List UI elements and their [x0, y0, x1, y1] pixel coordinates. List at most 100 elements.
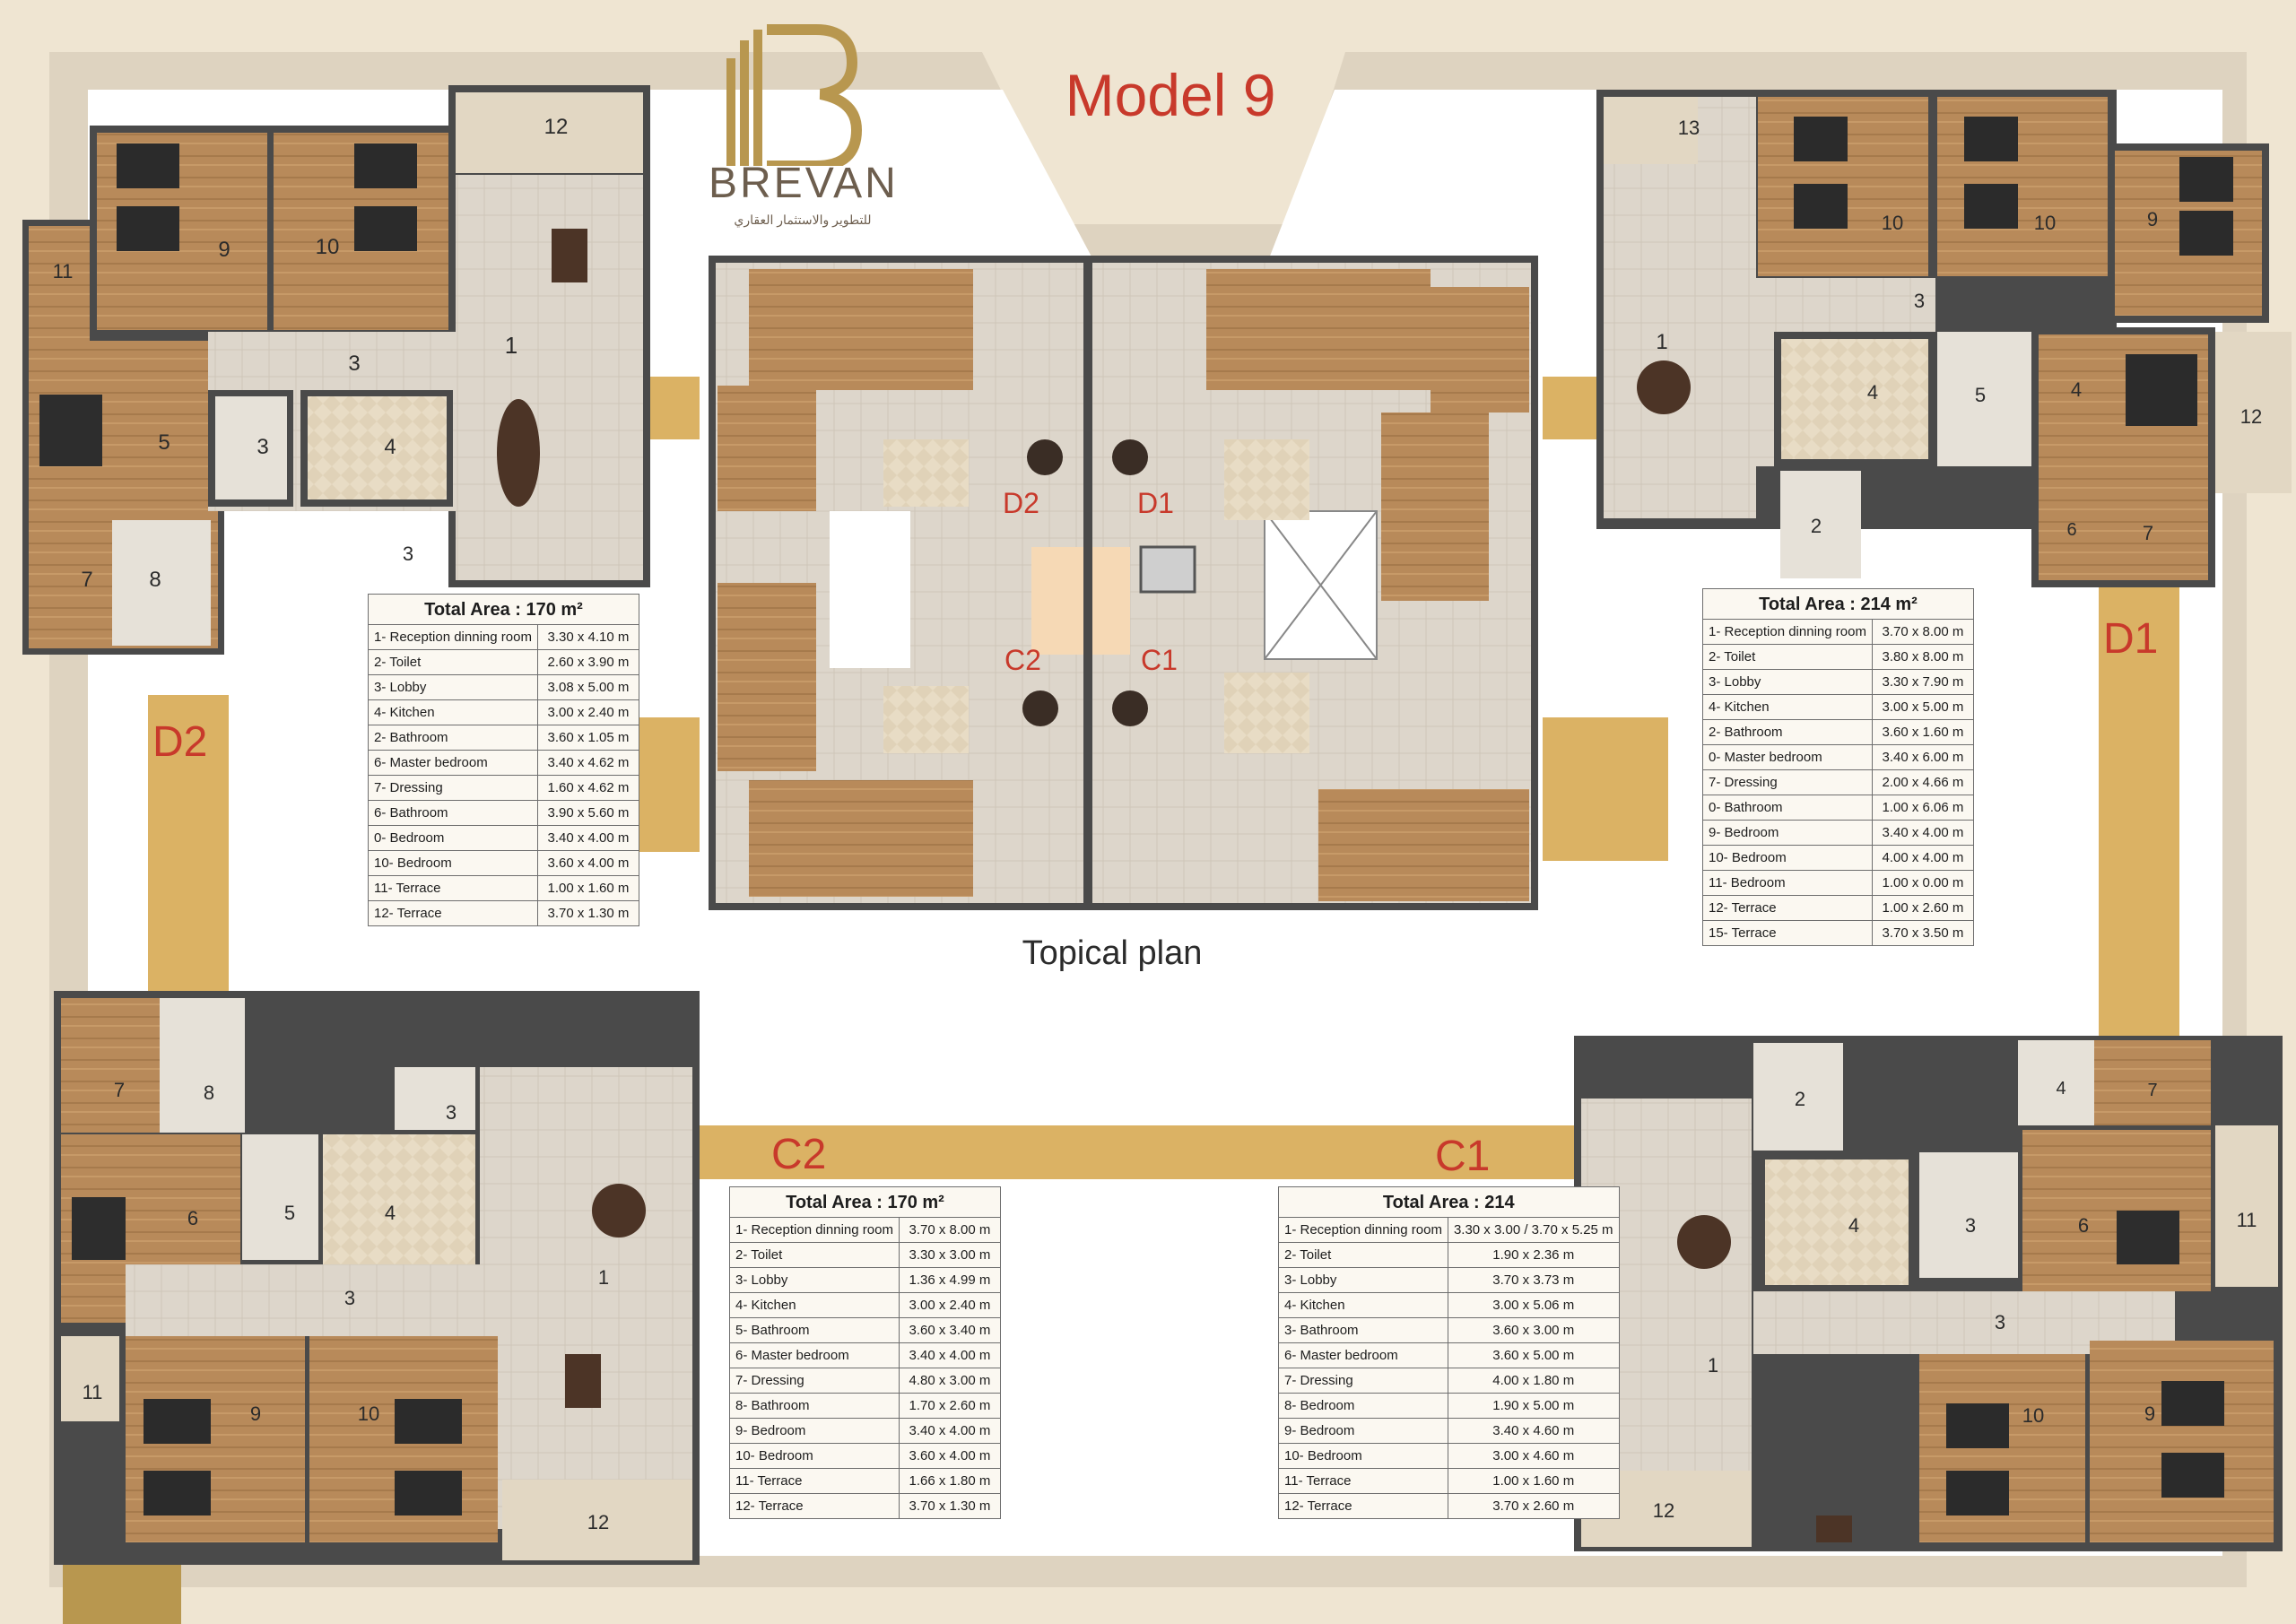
room-name: 3- Lobby: [1702, 669, 1873, 695]
room-number: 1: [1656, 330, 1668, 354]
topical-label-c2: C2: [1004, 644, 1041, 676]
room-name: 6- Master bedroom: [1278, 1342, 1448, 1368]
room-name: 10- Bedroom: [368, 850, 538, 876]
room-dimensions: 3.08 x 5.00 m: [536, 674, 639, 700]
room-dimensions: 4.00 x 1.80 m: [1447, 1368, 1620, 1394]
room-number: 7: [113, 1079, 126, 1101]
room-name: 15- Terrace: [1702, 920, 1873, 946]
room-dimensions: 3.60 x 3.00 m: [1447, 1317, 1620, 1343]
room-dimensions: 3.60 x 1.60 m: [1871, 719, 1974, 745]
room-dimensions: 1.00 x 0.00 m: [1871, 870, 1974, 896]
room-dimensions: 3.00 x 5.06 m: [1447, 1292, 1620, 1318]
room-dimensions: 3.00 x 2.40 m: [898, 1292, 1001, 1318]
room-dimensions: 3.00 x 5.00 m: [1871, 694, 1974, 720]
room-dimensions: 4.80 x 3.00 m: [898, 1368, 1001, 1394]
room-schedule-c1-body: Total Area : 214 1- Reception dinning ro…: [1278, 1186, 1620, 1519]
room-number: 1: [504, 332, 518, 359]
room-dimensions: 3.70 x 3.50 m: [1871, 920, 1974, 946]
room-dimensions: 3.00 x 4.60 m: [1447, 1443, 1620, 1469]
room-number: 1: [1707, 1354, 1719, 1376]
room-name: 2- Toilet: [729, 1242, 900, 1268]
room-number: 2: [1810, 515, 1822, 537]
room-dimensions: 3.40 x 4.00 m: [898, 1342, 1001, 1368]
room-number: 9: [218, 238, 230, 262]
room-name: 7- Dressing: [1278, 1368, 1448, 1394]
room-schedule-d1-body: Total Area : 214 m² 1- Reception dinning…: [1702, 588, 1974, 946]
room-schedule-c2-body: Total Area : 170 m² 1- Reception dinning…: [729, 1186, 1001, 1519]
room-number: 4: [384, 1202, 396, 1224]
room-name: 8- Bathroom: [729, 1393, 900, 1419]
room-name: 9- Bedroom: [1278, 1418, 1448, 1444]
room-name: 0- Master bedroom: [1702, 744, 1873, 770]
room-number: 11: [82, 1381, 103, 1403]
room-dimensions: 3.70 x 2.60 m: [1447, 1493, 1620, 1519]
topical-label-c1: C1: [1141, 644, 1178, 676]
room-dimensions: 1.00 x 6.06 m: [1871, 795, 1974, 821]
room-name: 2- Bathroom: [1702, 719, 1873, 745]
room-dimensions: 3.00 x 2.40 m: [536, 699, 639, 725]
room-number: 4: [1848, 1214, 1860, 1237]
room-name: 2- Bathroom: [368, 725, 538, 751]
schedule-header-row: Total Area : 170 m²: [729, 1186, 1001, 1218]
room-name: 0- Bathroom: [1702, 795, 1873, 821]
room-number: 3: [344, 1287, 356, 1309]
room-name: 11- Terrace: [368, 875, 538, 901]
room-number: 9: [2146, 208, 2159, 230]
room-number: 7: [2147, 1081, 2158, 1100]
room-dimensions: 3.30 x 4.10 m: [536, 624, 639, 650]
room-dimensions: 3.70 x 8.00 m: [1871, 619, 1974, 645]
topical-plan-caption: Topical plan: [1022, 934, 1203, 972]
room-dimensions: 1.70 x 2.60 m: [898, 1393, 1001, 1419]
room-number: 10: [2022, 1404, 2045, 1427]
total-area: Total Area : 170 m²: [368, 594, 639, 625]
room-number: 7: [81, 568, 93, 592]
room-dimensions: 3.40 x 4.00 m: [536, 825, 639, 851]
room-number: 10: [357, 1403, 380, 1425]
room-name: 2- Toilet: [368, 649, 538, 675]
room-name: 12- Terrace: [368, 900, 538, 926]
topical-label-d1: D1: [1137, 487, 1174, 519]
room-number: 8: [149, 568, 161, 592]
room-number: 4: [384, 435, 396, 459]
room-dimensions: 2.60 x 3.90 m: [536, 649, 639, 675]
brand-tagline: للتطوير والاستثمار العقاري: [734, 213, 872, 227]
room-dimensions: 1.90 x 2.36 m: [1447, 1242, 1620, 1268]
room-name: 4- Kitchen: [1702, 694, 1873, 720]
room-name: 2- Toilet: [1702, 644, 1873, 670]
room-name: 9- Bedroom: [729, 1418, 900, 1444]
room-name: 10- Bedroom: [1278, 1443, 1448, 1469]
room-number: 4: [1866, 381, 1879, 404]
room-number: 7: [2142, 522, 2154, 544]
room-name: 6- Master bedroom: [729, 1342, 900, 1368]
room-name: 12- Terrace: [729, 1493, 900, 1519]
room-number: 9: [249, 1403, 262, 1425]
room-name: 5- Bathroom: [729, 1317, 900, 1343]
room-dimensions: 3.70 x 1.30 m: [898, 1493, 1001, 1519]
room-dimensions: 3.60 x 4.00 m: [536, 850, 639, 876]
